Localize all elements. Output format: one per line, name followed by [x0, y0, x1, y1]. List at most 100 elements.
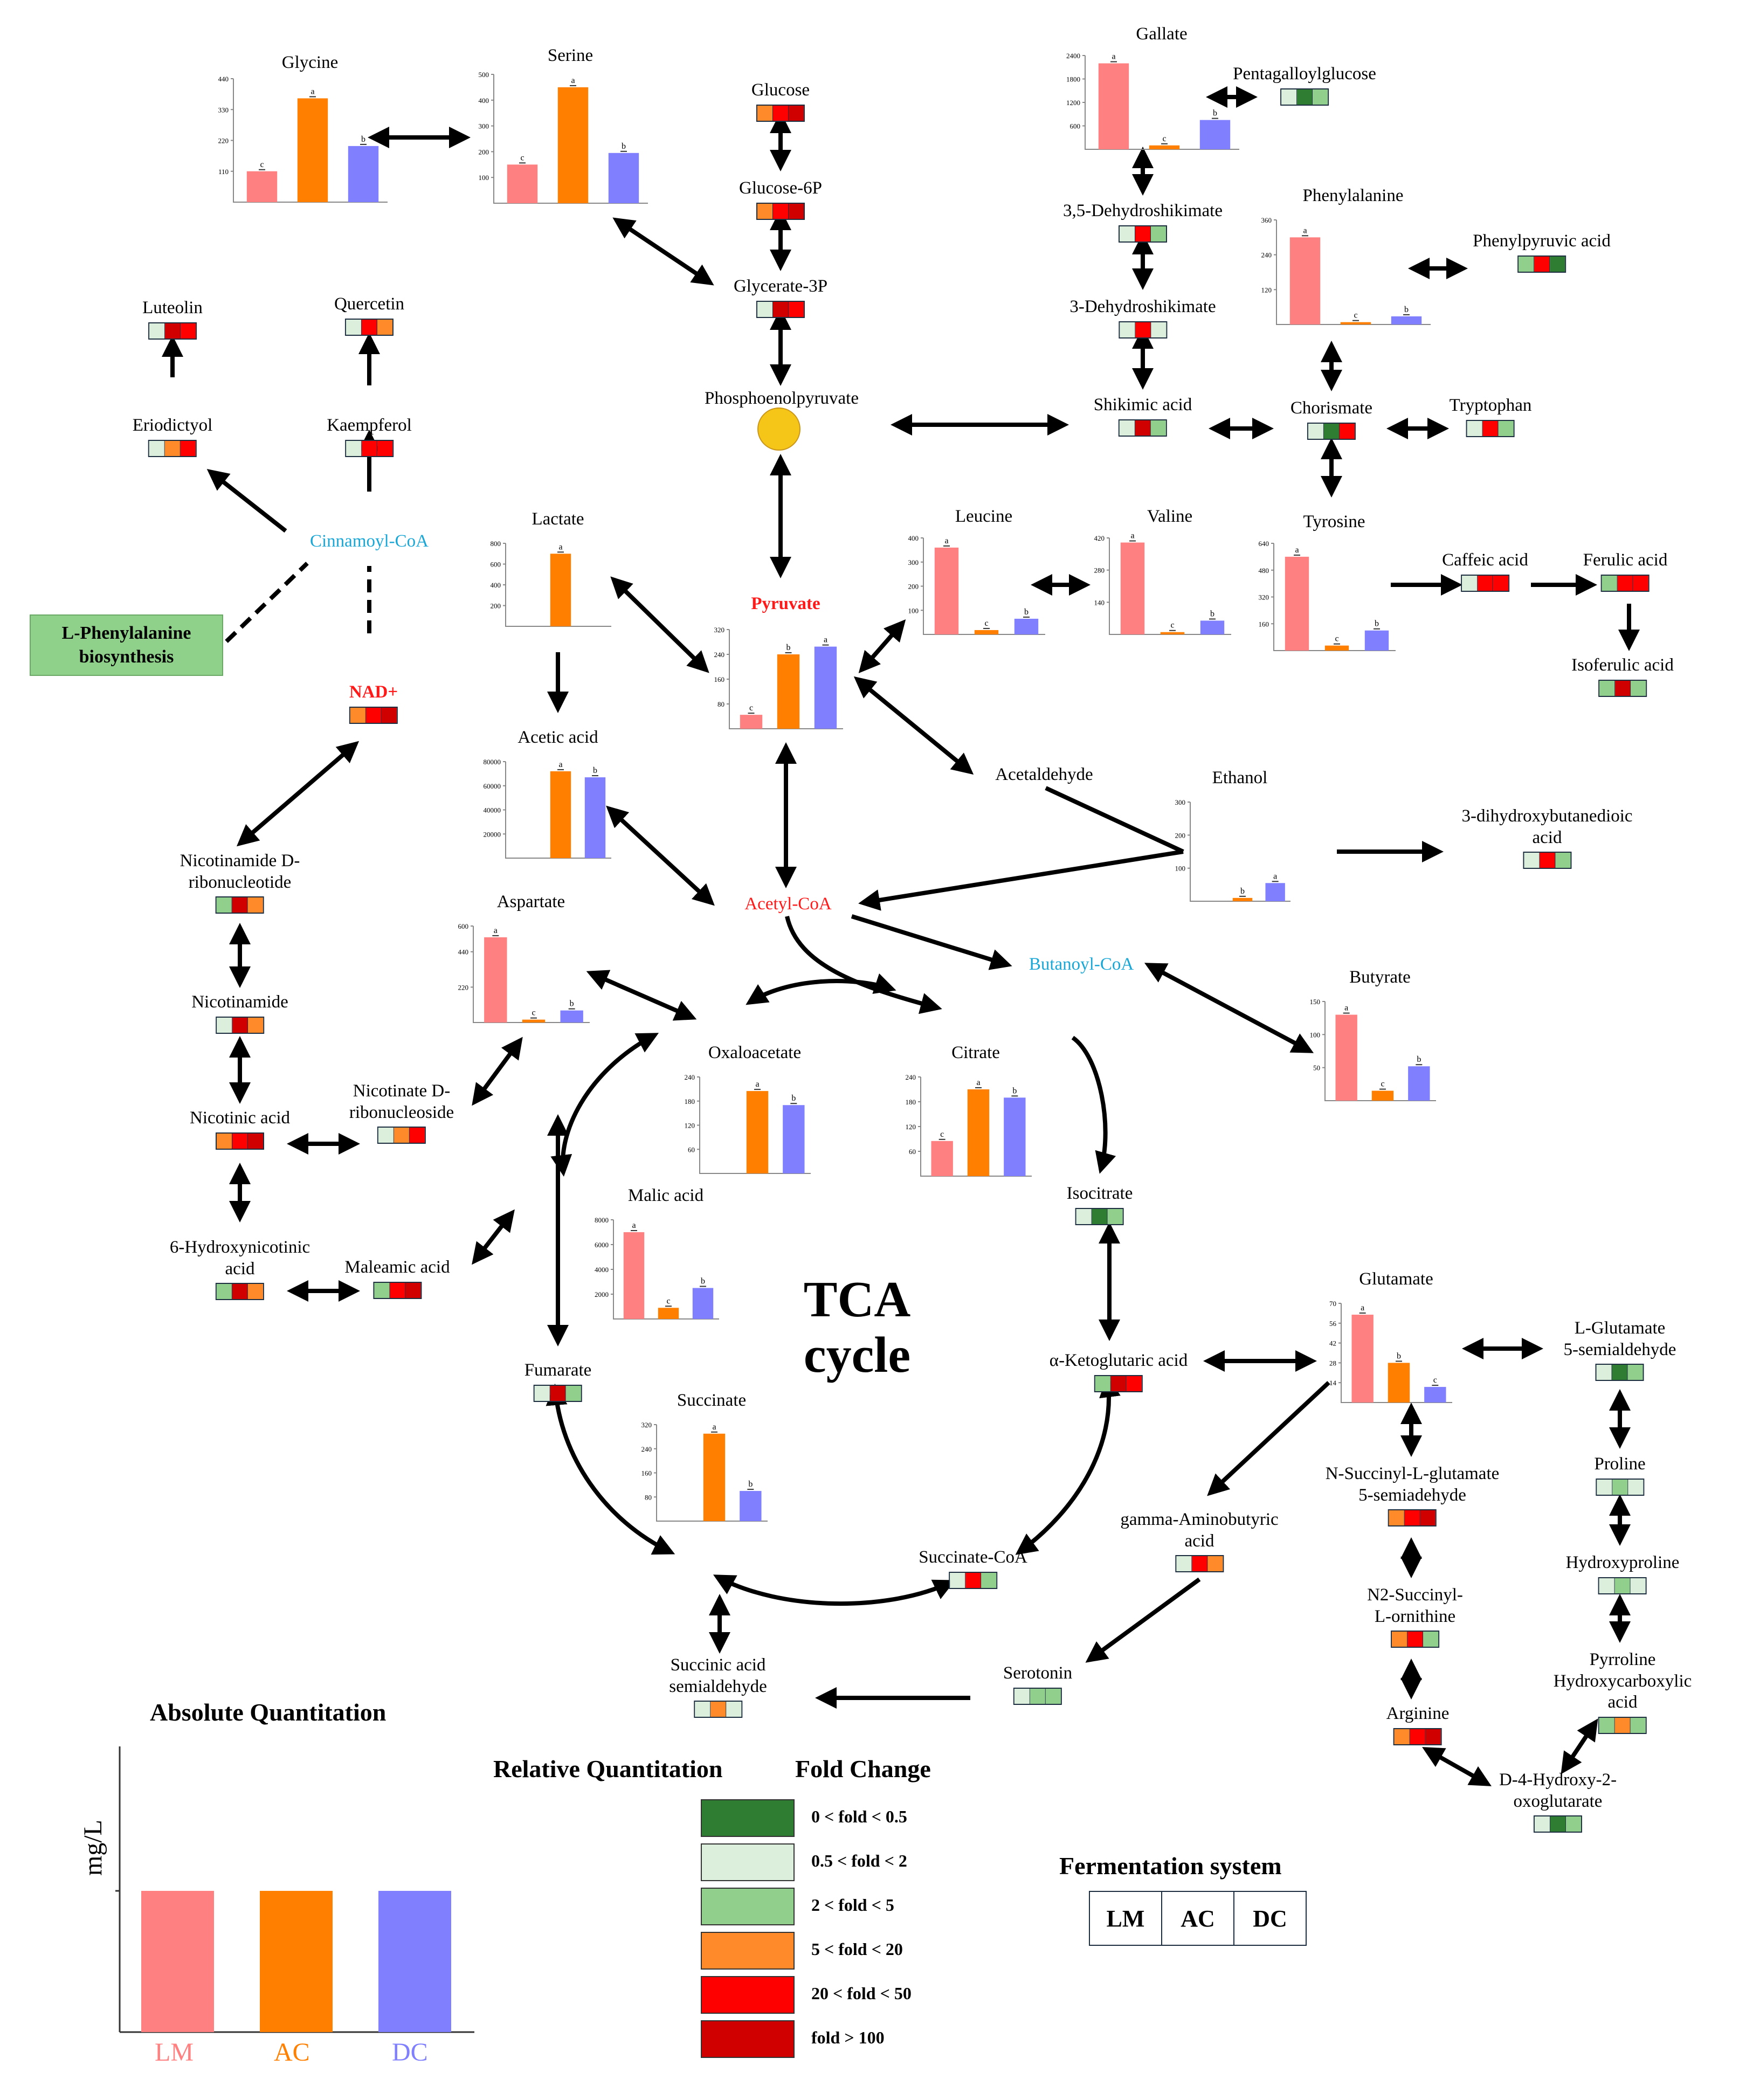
- heatmap-strip: [756, 202, 805, 220]
- node-label: NAD+: [349, 682, 398, 702]
- bar-lm: [507, 164, 538, 203]
- heatmap-cell-ac: [1534, 256, 1550, 272]
- node-label: Arginine: [1386, 1704, 1450, 1723]
- bar-ac: [1340, 322, 1371, 324]
- fermentation-cell-lm: LM: [1090, 1892, 1162, 1945]
- heatmap-strip: [1523, 852, 1571, 869]
- heatmap-cell-dc: [247, 1133, 263, 1149]
- heatmap-strip: [1013, 1687, 1062, 1705]
- chart-title: Gallate: [1136, 24, 1188, 44]
- heatmap-cell-ac: [1135, 226, 1151, 241]
- tick-label: 180: [906, 1098, 916, 1106]
- bar-lm: [931, 1141, 953, 1176]
- tick-label: 100: [908, 606, 919, 614]
- tick-label: 1800: [1066, 75, 1080, 84]
- node-nsuccinylglutamate: N-Succinyl-L-glutamate 5-semiadehyde: [1326, 1463, 1499, 1531]
- heatmap-cell-lm: [757, 203, 773, 219]
- chart-title: Aspartate: [496, 892, 565, 911]
- heatmap-cell-lm: [1599, 1717, 1615, 1733]
- node-glycerate3p: Glycerate-3P: [734, 276, 827, 322]
- tick-label: 100: [1310, 1031, 1321, 1039]
- pathway-arrow: [851, 914, 1012, 970]
- bar-dc: [1004, 1097, 1026, 1176]
- node-label: Isoferulic acid: [1571, 655, 1674, 675]
- chart-title: Butyrate: [1349, 968, 1411, 987]
- significance-letter: a: [571, 76, 575, 85]
- heatmap-cell-dc: [789, 301, 804, 317]
- heatmap-cell-dc: [788, 203, 804, 219]
- tick-label: 280: [1094, 567, 1105, 575]
- significance-letter: a: [494, 926, 498, 935]
- heatmap-cell-ac: [1618, 575, 1633, 591]
- tick-label: 360: [1261, 216, 1272, 224]
- significance-letter: b: [622, 142, 626, 151]
- pathway-arrow: [225, 562, 309, 643]
- tick-label: 120: [906, 1123, 916, 1131]
- pathway-arrow: [472, 1209, 515, 1265]
- heatmap-cell-dc: [1555, 853, 1570, 868]
- tca-arrow: [1071, 1035, 1116, 1174]
- tick-label: 70: [1329, 1300, 1336, 1308]
- tick-label: 50: [1313, 1064, 1320, 1072]
- heatmap-cell-ac: [1410, 1729, 1426, 1744]
- significance-letter: a: [824, 635, 827, 645]
- chart-title: Phenylalanine: [1302, 186, 1404, 205]
- pathway-arrow: [606, 805, 715, 906]
- bar-dc: [608, 153, 639, 203]
- absolute-quantitation-title: Absolute Quantitation: [150, 1698, 387, 1726]
- heatmap-cell-ac: [1540, 853, 1555, 868]
- heatmap-cell-ac: [165, 440, 181, 456]
- significance-letter: b: [701, 1277, 705, 1286]
- heatmap-strip: [1094, 1374, 1143, 1392]
- heatmap-cell-lm: [1597, 1365, 1612, 1380]
- heatmap-strip: [1598, 679, 1647, 697]
- significance-letter: b: [1012, 1086, 1017, 1095]
- tick-label: 14: [1329, 1379, 1337, 1387]
- bar-dc: [814, 646, 837, 729]
- tick-label: 100: [479, 174, 489, 182]
- pathway-arrow: [1045, 786, 1184, 854]
- tick-label: 180: [685, 1097, 695, 1106]
- bar-ac: [703, 1433, 726, 1521]
- heatmap-cell-dc: [788, 105, 804, 121]
- node-label: Nicotinamide: [191, 992, 288, 1012]
- tick-label: 2400: [1066, 52, 1080, 60]
- heatmap-cell-dc: [248, 897, 263, 913]
- tick-label: 320: [641, 1421, 652, 1429]
- node-label: 3-Dehydroshikimate: [1069, 297, 1216, 316]
- heatmap-cell-ac: [1615, 1717, 1631, 1733]
- abs-bar-ac: [260, 1891, 333, 2032]
- tick-label: 120: [685, 1122, 695, 1130]
- significance-letter: a: [1295, 545, 1299, 555]
- heatmap-cell-dc: [1550, 256, 1565, 272]
- node-nad: NAD+: [349, 682, 398, 728]
- bar-lm: [623, 1232, 645, 1319]
- heatmap-cell-dc: [377, 440, 392, 456]
- significance-letter: c: [1354, 311, 1357, 320]
- node-label: Eriodictyol: [132, 416, 213, 435]
- significance-letter: c: [749, 703, 753, 713]
- tick-label: 80000: [484, 758, 501, 766]
- heatmap-cell-ac: [361, 319, 377, 335]
- tick-label: 420: [1094, 534, 1105, 542]
- heatmap-cell-dc: [1493, 575, 1508, 591]
- heatmap-strip: [1595, 1478, 1644, 1496]
- significance-letter: a: [1303, 226, 1307, 235]
- node-gaba: gamma-Aminobutyric acid: [1120, 1509, 1279, 1577]
- heatmap-cell-lm: [1176, 1556, 1192, 1572]
- significance-letter: b: [1024, 607, 1029, 617]
- tick-label: 240: [685, 1073, 695, 1081]
- pathway-arrow: [1561, 1718, 1598, 1774]
- node-label: Nicotinate D- ribonucleoside: [349, 1081, 454, 1122]
- significance-letter: c: [1170, 621, 1174, 630]
- heatmap-strip: [1598, 1716, 1647, 1734]
- heatmap-strip: [377, 1127, 426, 1144]
- heatmap-strip: [1461, 574, 1509, 592]
- bar-dc: [1014, 618, 1039, 634]
- heatmap-cell-ac: [1191, 1556, 1207, 1572]
- heatmap-strip: [344, 318, 394, 336]
- tick-label: 150: [1310, 998, 1321, 1006]
- heatmap-strip: [216, 1283, 264, 1301]
